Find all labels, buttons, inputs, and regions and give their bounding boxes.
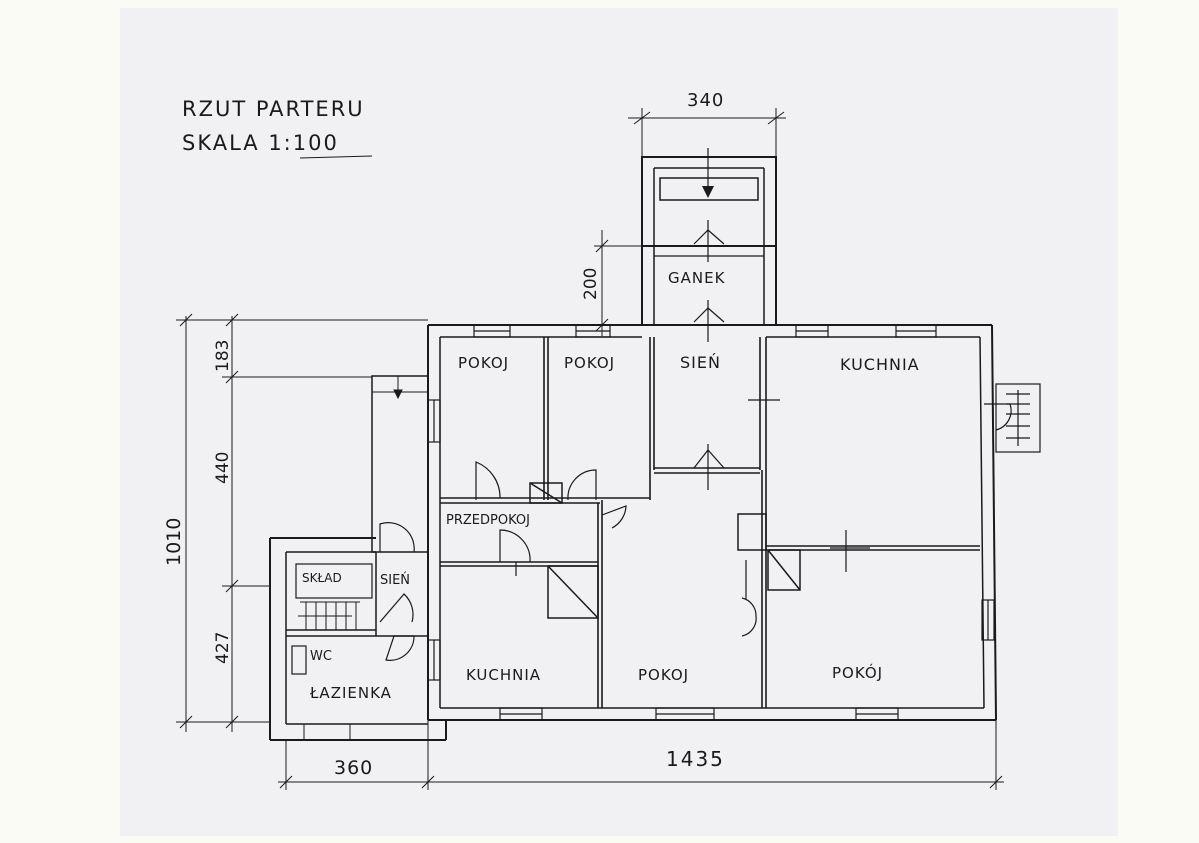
dim-440: 440 [213,452,233,484]
room-sien-top: SIEŃ [680,353,721,372]
windows [427,324,995,721]
room-sien-side: SIEŃ [380,572,410,588]
room-ganek: GANEK [668,269,726,287]
title-line1: RZUT PARTERU [182,97,365,121]
room-pokoj-1: POKOJ [458,354,509,372]
porch-walls [641,148,777,326]
chimneys [529,482,801,619]
room-pokoj-4: POKÓJ [832,663,883,682]
room-kuchnia-top: KUCHNIA [840,355,920,374]
dim-183: 183 [213,340,233,372]
dim-porch-depth: 200 [581,268,601,300]
doors [379,220,870,661]
dimension-lines [176,108,1004,790]
room-lazienka: ŁAZIENKA [309,684,392,702]
right-stairs [984,383,1041,453]
dim-427: 427 [213,632,233,664]
room-sklad: SKŁAD [302,571,342,585]
room-pokoj-2: POKOJ [564,354,615,372]
room-pokoj-3: POKOJ [638,666,689,684]
dim-total-depth: 1010 [163,518,185,566]
dim-porch-width: 340 [687,90,724,111]
dim-main-width: 1435 [666,747,725,771]
dim-side-width: 360 [334,757,373,779]
title-underline [299,155,373,159]
room-przedpokoj: PRZEDPOKOJ [446,513,530,528]
title-line2: SKALA 1:100 [182,131,339,155]
room-kuchnia-bottom: KUCHNIA [466,666,541,684]
room-wc: WC [310,649,332,664]
side-annex-walls [269,375,447,741]
